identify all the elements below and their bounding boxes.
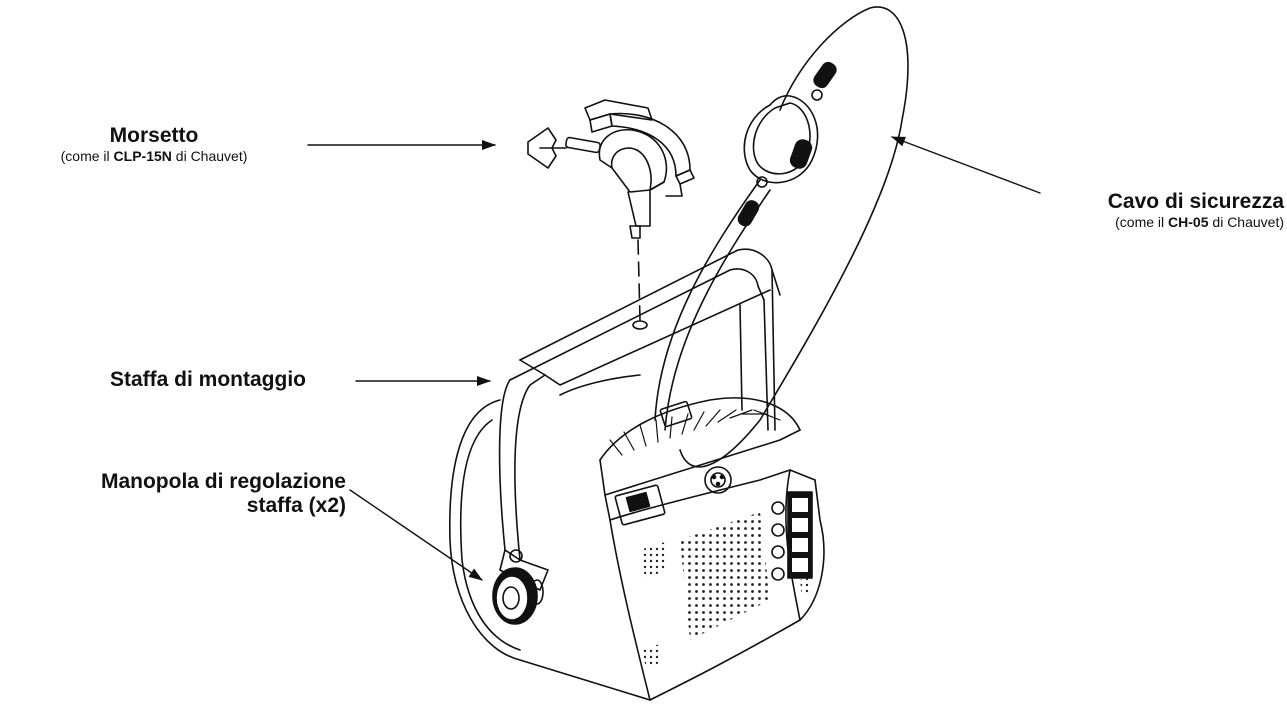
clamp-sub-suffix: di Chauvet)	[171, 148, 248, 165]
safety-cable	[654, 6, 909, 468]
safety-cable-label: Cavo di sicurezza (come il CH-05 di Chau…	[1018, 190, 1284, 230]
knob-label-line2: staffa (x2)	[246, 494, 346, 518]
safety-cable-pointer-arrow	[891, 136, 1041, 194]
knob-label-line1: Manopola di regolazione	[100, 470, 346, 493]
clamp-sub-prefix: (come il	[60, 148, 114, 165]
safety-cable-label-title: Cavo di sicurezza	[1107, 190, 1284, 213]
bracket-label-title: Staffa di montaggio	[110, 368, 306, 391]
fixture-body	[448, 248, 825, 701]
clamp-label: Morsetto (come il CLP-15N di Chauvet)	[4, 124, 304, 164]
clamp-drawing	[527, 99, 695, 239]
knob-pointer-arrow	[349, 489, 483, 581]
knob-label: Manopola di regolazione staffa (x2)	[20, 470, 346, 518]
safety-cable-model: CH-05	[1168, 214, 1209, 231]
clamp-label-title: Morsetto	[109, 124, 199, 147]
safety-cable-sub-suffix: di Chauvet)	[1208, 214, 1284, 231]
safety-cable-label-subtitle: (come il CH-05 di Chauvet)	[1018, 214, 1284, 230]
clamp-label-subtitle: (come il CLP-15N di Chauvet)	[4, 148, 304, 164]
clamp-guide-line	[637, 239, 641, 321]
clamp-model: CLP-15N	[113, 148, 172, 165]
bracket-label: Staffa di montaggio	[110, 368, 306, 392]
safety-cable-sub-prefix: (come il	[1115, 214, 1169, 231]
